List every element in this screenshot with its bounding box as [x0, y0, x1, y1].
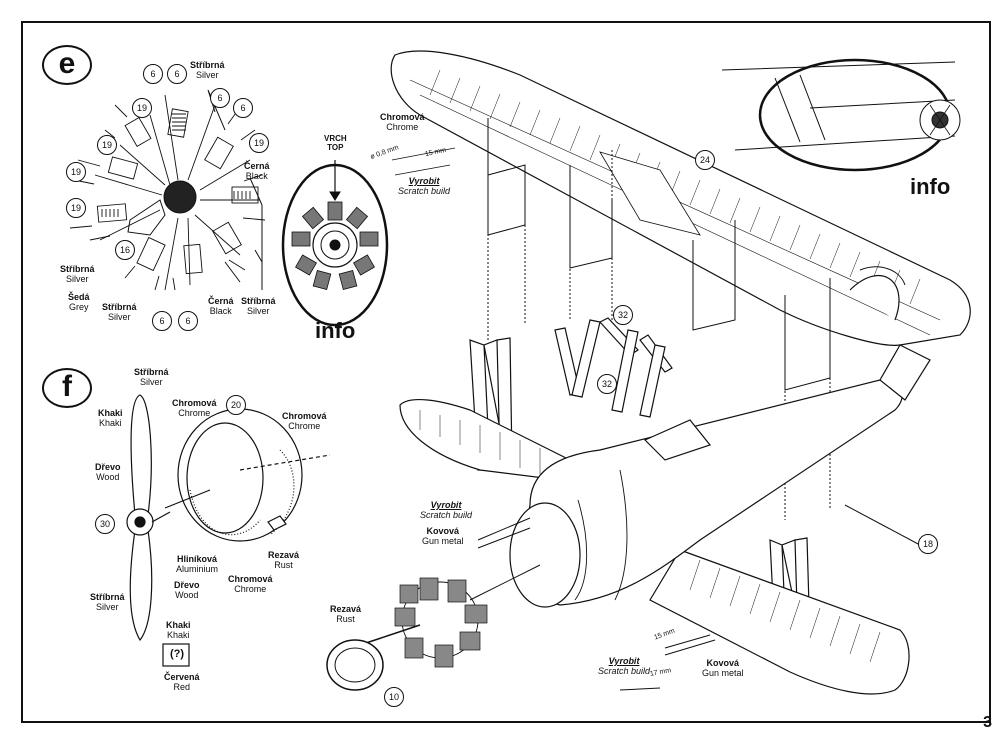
part-6-a: 6	[143, 64, 163, 84]
info-label-engine: info	[315, 318, 356, 343]
page-frame	[21, 21, 991, 723]
part-19-e: 19	[66, 198, 86, 218]
part-6-c: 6	[210, 88, 230, 108]
part-19-b: 19	[97, 135, 117, 155]
info-detail-circle	[721, 58, 961, 172]
part-19-d: 19	[66, 162, 86, 182]
part-19-c: 19	[249, 133, 269, 153]
part-32-b: 32	[597, 374, 617, 394]
part-6-e: 6	[152, 311, 172, 331]
part-16: 16	[115, 240, 135, 260]
part-32-a: 32	[613, 305, 633, 325]
part-6-b: 6	[167, 64, 187, 84]
top-label: VRCH TOP	[324, 134, 347, 152]
part-6-d: 6	[233, 98, 253, 118]
engine-assembly	[326, 564, 541, 691]
page-number: 3	[983, 714, 992, 731]
engine-top-view	[281, 160, 389, 327]
part-18: 18	[918, 534, 938, 554]
section-marker-e: e	[42, 45, 92, 85]
lower-wing	[399, 399, 910, 695]
question-box	[162, 643, 190, 667]
part-19-a: 19	[132, 98, 152, 118]
part-30: 30	[95, 514, 115, 534]
engine-exploded-view	[69, 94, 266, 291]
top-label-en: TOP	[327, 143, 344, 152]
propeller	[126, 394, 171, 642]
top-label-cz: VRCH	[324, 134, 347, 143]
part-10: 10	[384, 687, 404, 707]
question-box-text: (?)	[169, 648, 185, 660]
cowling-ring	[164, 408, 331, 542]
part-20: 20	[226, 395, 246, 415]
info-label-wing: info	[910, 174, 951, 199]
upper-wing	[390, 50, 971, 346]
part-24: 24	[695, 150, 715, 170]
part-6-f: 6	[178, 311, 198, 331]
section-marker-f: f	[42, 368, 92, 408]
